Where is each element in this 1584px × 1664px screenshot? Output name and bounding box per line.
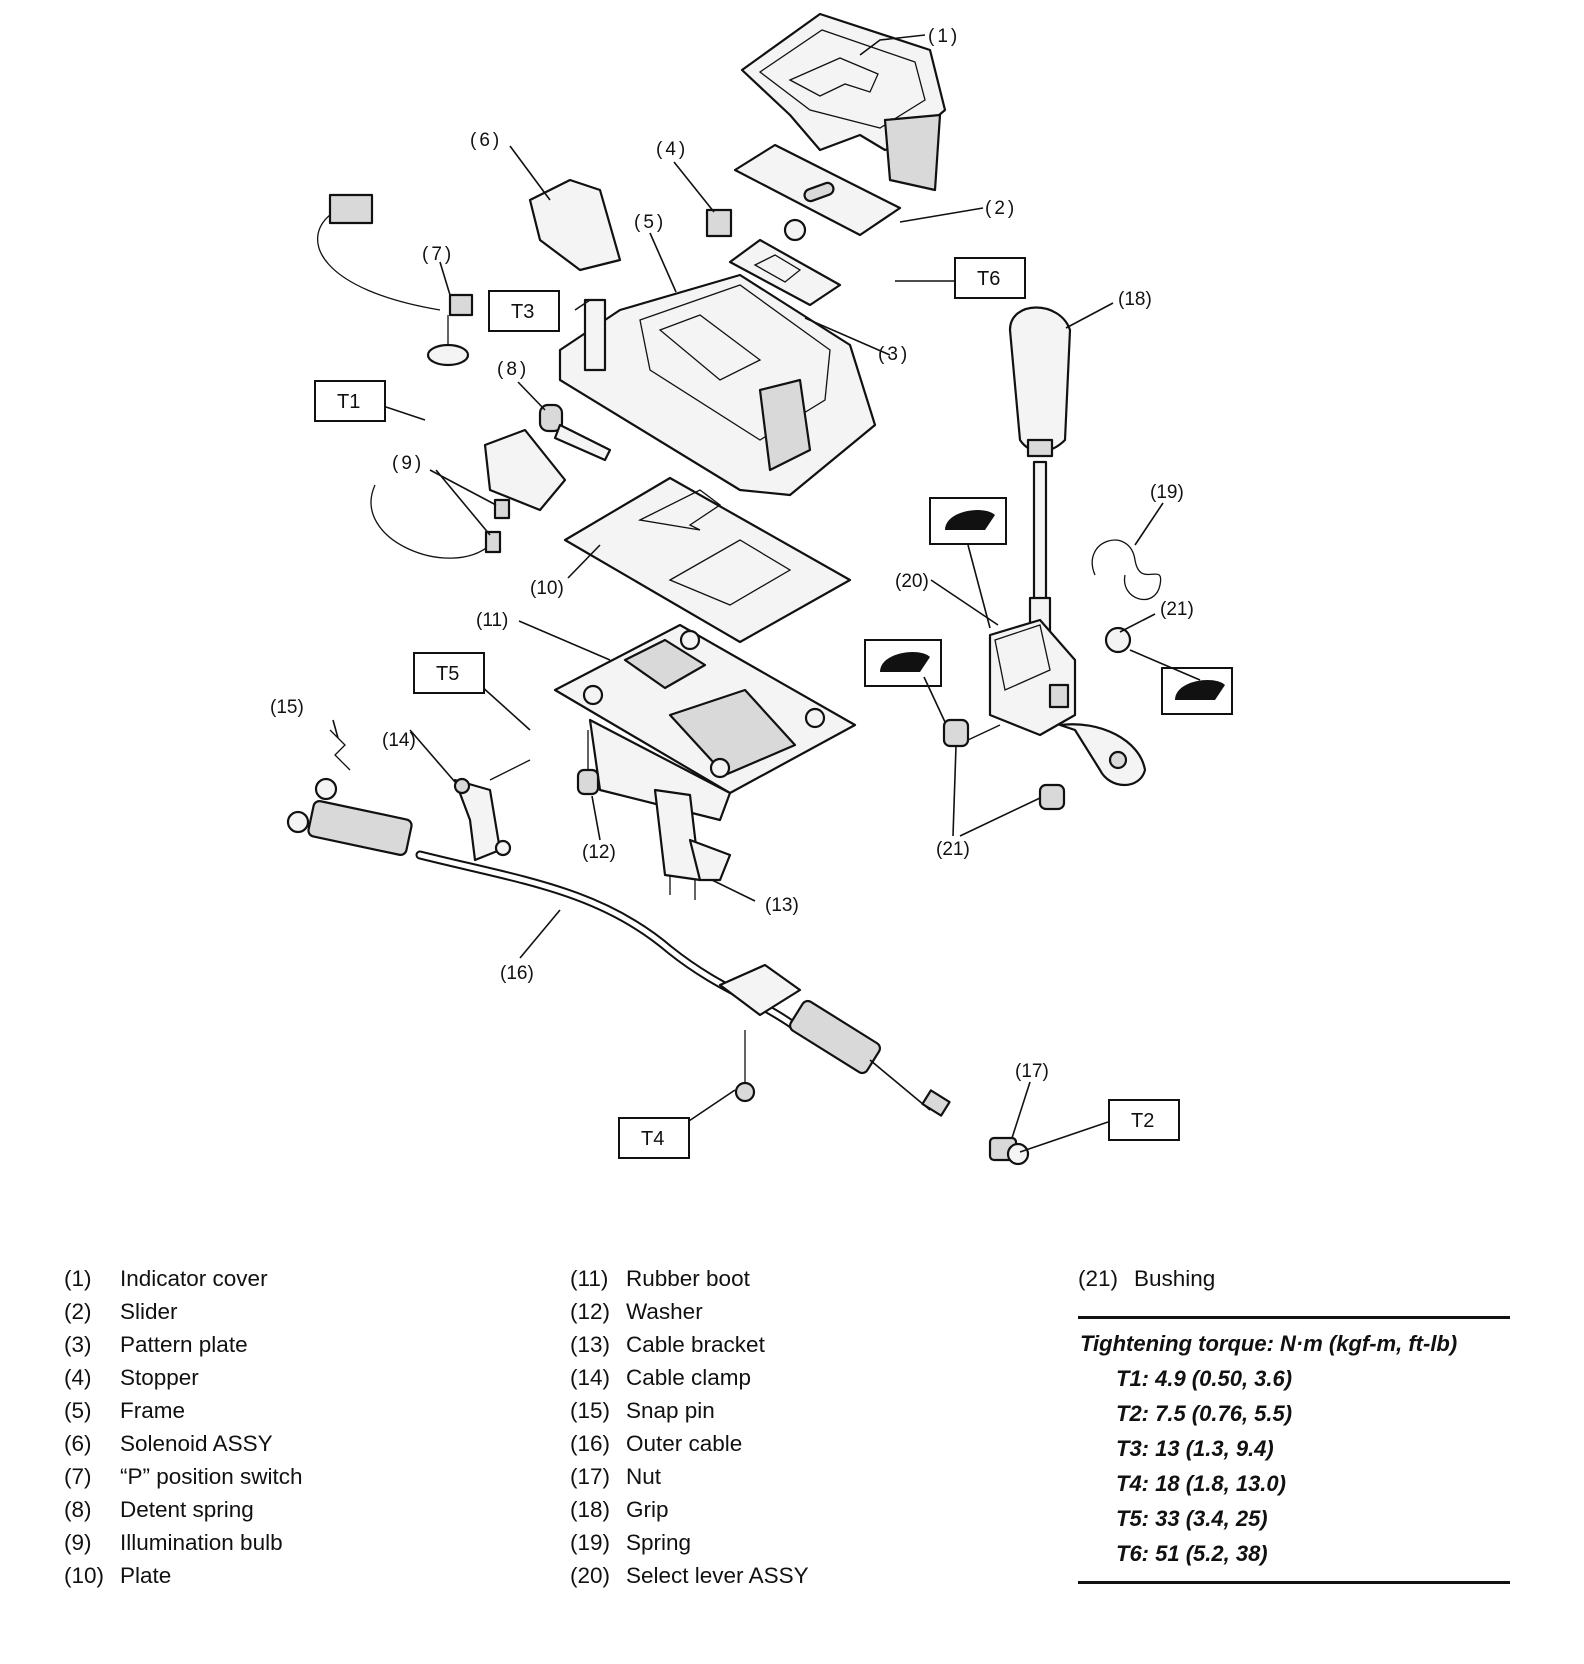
svg-text:T4: T4 <box>641 1128 664 1150</box>
leader-lines <box>332 34 1201 1153</box>
torque-tag-t4: T4 <box>618 1117 690 1159</box>
legend-item: (12)Washer <box>570 1299 703 1324</box>
legend-item: (16)Outer cable <box>570 1431 743 1456</box>
svg-text:T6: T6 <box>977 268 1000 290</box>
parts-legend-column-2: (11)Rubber boot (12)Washer (13)Cable bra… <box>570 1262 809 1592</box>
grease-icon <box>929 497 1007 545</box>
grease-icon <box>864 639 942 687</box>
indicator-cover-drawing <box>740 12 947 192</box>
legend-item: (5)Frame <box>64 1398 186 1423</box>
callout-2: (2) <box>985 198 1017 219</box>
legend-item: (15)Snap pin <box>570 1398 715 1423</box>
detent-spring-drawing <box>538 403 612 462</box>
legend-item: (11)Rubber boot <box>570 1266 750 1291</box>
legend-item: (6)Solenoid ASSY <box>64 1431 273 1456</box>
tightening-torque-table: Tightening torque: N·m (kgf-m, ft-lb) T1… <box>1078 1316 1510 1584</box>
legend-item: (20)Select lever ASSY <box>570 1563 809 1588</box>
snap-pin-drawing <box>314 729 351 801</box>
callout-21-bottom: (21) <box>936 839 970 860</box>
callout-13: (13) <box>765 895 799 916</box>
torque-row: T6: 51 (5.2, 38) <box>1116 1541 1268 1566</box>
torque-tag-t2: T2 <box>1108 1099 1180 1141</box>
select-lever-rod-drawing <box>1028 460 1052 640</box>
legend-item: (10)Plate <box>64 1563 172 1588</box>
plate-drawing <box>563 476 852 644</box>
torque-tag-t3: T3 <box>488 290 560 332</box>
exploded-view-diagram: (1) (2) (3) (4) (5) (6) (7) (8) (9) (10)… <box>270 12 1233 1166</box>
callout-17: (17) <box>1015 1061 1049 1082</box>
callout-10: (10) <box>530 578 564 599</box>
callout-9: (9) <box>392 453 424 474</box>
legend-item: (19)Spring <box>570 1530 692 1555</box>
illumination-bulb-drawing <box>370 428 567 559</box>
legend-item: (2)Slider <box>64 1299 178 1324</box>
callout-12: (12) <box>582 842 616 863</box>
torque-table-header: Tightening torque: N·m (kgf-m, ft-lb) <box>1080 1331 1458 1356</box>
callout-14: (14) <box>382 730 416 751</box>
callout-21-top: (21) <box>1160 599 1194 620</box>
callout-18: (18) <box>1118 289 1152 310</box>
legend-item: (21)Bushing <box>1078 1266 1216 1291</box>
grease-icon <box>1161 667 1233 715</box>
torque-row: T2: 7.5 (0.76, 5.5) <box>1116 1401 1293 1426</box>
callout-7: (7) <box>422 244 454 265</box>
callout-19: (19) <box>1150 482 1184 503</box>
stopper-drawing <box>705 208 807 242</box>
nut-drawing <box>988 1136 1030 1166</box>
callout-6: (6) <box>470 130 502 151</box>
callout-20: (20) <box>895 571 929 592</box>
rubber-boot-drawing <box>553 623 857 822</box>
outer-cable-drawing <box>286 800 951 1117</box>
callout-15: (15) <box>270 697 304 718</box>
pattern-plate-drawing <box>728 238 842 307</box>
legend-item: (4)Stopper <box>64 1365 199 1390</box>
legend-item: (7)“P” position switch <box>64 1464 303 1489</box>
grip-drawing <box>1008 306 1072 458</box>
callout-1: (1) <box>928 26 960 47</box>
torque-row: T3: 13 (1.3, 9.4) <box>1116 1436 1274 1461</box>
svg-text:T3: T3 <box>511 301 534 323</box>
p-position-switch-drawing <box>426 293 474 367</box>
torque-tag-t5: T5 <box>413 652 485 694</box>
bushing-drawing <box>942 626 1132 811</box>
torque-row: T1: 4.9 (0.50, 3.6) <box>1116 1366 1293 1391</box>
callout-3: (3) <box>878 344 910 365</box>
cable-clamp-drawing <box>453 759 531 862</box>
frame-drawing <box>558 273 877 497</box>
spring-drawing <box>1091 539 1162 601</box>
washer-drawing <box>576 730 600 796</box>
legend-item: (18)Grip <box>570 1497 669 1522</box>
callout-8: (8) <box>497 359 529 380</box>
svg-text:T2: T2 <box>1131 1110 1154 1132</box>
solenoid-assy-drawing <box>316 178 622 311</box>
cable-bracket-drawing <box>653 788 732 900</box>
legend-item: (3)Pattern plate <box>64 1332 248 1357</box>
callout-5: (5) <box>634 212 666 233</box>
svg-text:T1: T1 <box>337 391 360 413</box>
legend-item: (13)Cable bracket <box>570 1332 765 1357</box>
torque-tag-t6: T6 <box>954 257 1026 299</box>
slider-drawing <box>733 143 902 237</box>
legend-item: (14)Cable clamp <box>570 1365 752 1390</box>
parts-legend-column-3: (21)Bushing <box>1078 1262 1215 1295</box>
legend-item: (1)Indicator cover <box>64 1266 268 1291</box>
select-lever-assy-drawing <box>988 618 1147 786</box>
svg-text:T5: T5 <box>436 663 459 685</box>
torque-tag-t1: T1 <box>314 380 386 422</box>
callout-11: (11) <box>476 610 508 631</box>
parts-legend-column-1: (1)Indicator cover (2)Slider (3)Pattern … <box>64 1262 303 1592</box>
callout-16: (16) <box>500 963 534 984</box>
legend-item: (9)Illumination bulb <box>64 1530 283 1555</box>
legend-item: (8)Detent spring <box>64 1497 254 1522</box>
callout-4: (4) <box>656 139 688 160</box>
torque-row: T5: 33 (3.4, 25) <box>1116 1506 1268 1531</box>
legend-item: (17)Nut <box>570 1464 662 1489</box>
torque-row: T4: 18 (1.8, 13.0) <box>1116 1471 1286 1496</box>
